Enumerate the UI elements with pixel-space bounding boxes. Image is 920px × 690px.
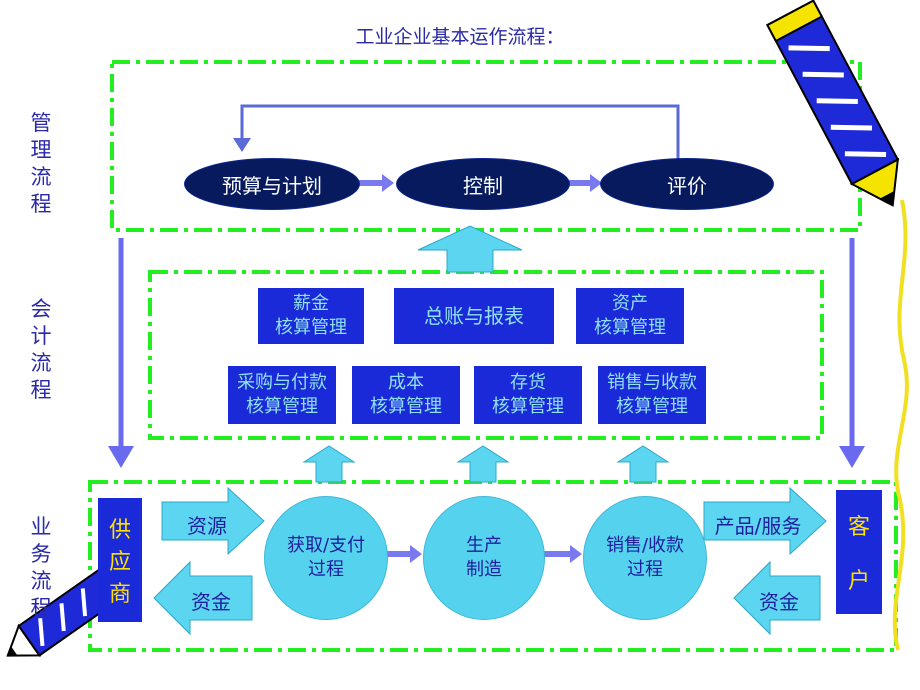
business-frame (88, 480, 898, 652)
customer-char: 客 (847, 515, 870, 540)
customer-box: 客 户 (836, 490, 882, 614)
resource-label: 资源 (187, 514, 227, 538)
up-arrow-1 (302, 445, 356, 483)
business-flow-label: 业 务 流 程 (28, 514, 54, 622)
acquire-pay-process-circle: 获取/支付 过程 (264, 496, 388, 620)
arrow-fund-out (153, 560, 253, 636)
evaluate-ellipse: 评价 (600, 158, 774, 210)
label-char: 业 (30, 515, 52, 539)
supplier-box: 供 应 商 (98, 498, 142, 622)
cost-accounting-box: 成本 核算管理 (352, 366, 460, 424)
accounting-frame (148, 270, 824, 440)
label-char: 程 (30, 192, 52, 216)
arrow-fund-in (733, 560, 821, 636)
arrow-control-to-evaluate (568, 174, 602, 192)
supplier-char: 商 (108, 582, 131, 607)
sales-receipt-box: 销售与收款 核算管理 (598, 366, 706, 424)
arrow-resource-in (161, 486, 265, 556)
supplier-char: 应 (108, 550, 131, 575)
label-char: 流 (30, 165, 52, 189)
label-char: 流 (30, 569, 52, 593)
label-char: 务 (30, 542, 52, 566)
purchase-payment-box: 采购与付款 核算管理 (228, 366, 336, 424)
accounting-flow-label: 会 计 流 程 (28, 296, 54, 404)
ledger-report-box: 总账与报表 (394, 288, 554, 344)
arrow-process-2-3 (543, 545, 582, 563)
decorative-wavy-line (892, 199, 909, 651)
arrow-product-out (703, 486, 827, 556)
label-char: 理 (30, 138, 52, 162)
product-service-label: 产品/服务 (714, 514, 802, 538)
label-char: 会 (30, 297, 52, 321)
fund-in-label: 资金 (759, 590, 799, 614)
pencil-icon-top-right (766, 0, 900, 207)
management-flow-label: 管 理 流 程 (28, 110, 54, 218)
page-title: 工业企业基本运作流程： (355, 26, 565, 48)
label-char: 程 (30, 378, 52, 402)
label-char: 计 (30, 324, 52, 348)
control-ellipse: 控制 (396, 158, 570, 210)
label-char: 程 (30, 596, 52, 620)
inventory-accounting-box: 存货 核算管理 (474, 366, 582, 424)
sales-receipt-process-circle: 销售/收款 过程 (583, 496, 707, 620)
salary-accounting-box: 薪金 核算管理 (258, 288, 364, 344)
supplier-char: 供 (108, 518, 131, 543)
up-arrow-accounting-to-management (417, 225, 523, 273)
plan-ellipse: 预算与计划 (184, 158, 360, 210)
label-char: 管 (30, 111, 52, 135)
label-char: 流 (30, 351, 52, 375)
up-arrow-2 (456, 445, 510, 483)
up-arrow-3 (616, 445, 670, 483)
arrow-process-1-2 (387, 545, 422, 563)
customer-char: 户 (847, 569, 870, 594)
arrow-plan-to-control (358, 174, 394, 192)
fund-out-label: 资金 (191, 590, 231, 614)
production-circle: 生产 制造 (423, 496, 545, 620)
asset-accounting-box: 资产 核算管理 (576, 288, 684, 344)
feedback-loop-arrow (240, 104, 680, 160)
